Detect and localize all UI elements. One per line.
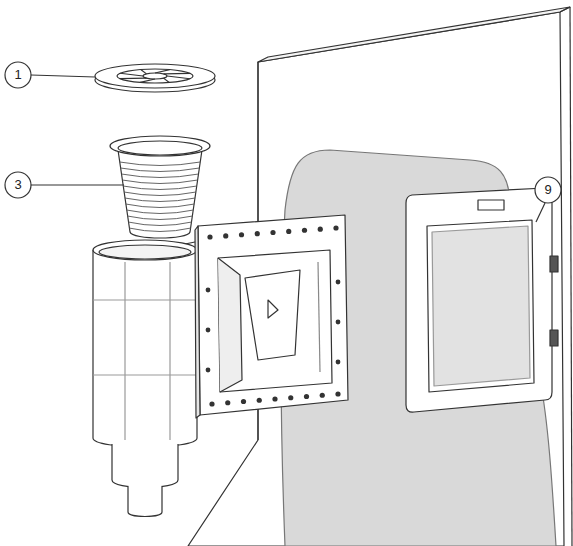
callout-circle [535,177,561,203]
callout-number: 3 [5,172,31,198]
wall-edge [258,7,570,62]
weir-flap [245,270,300,360]
leader-line [31,184,124,185]
skimmer-rim [93,240,197,260]
skimmer-neck [112,444,178,488]
skimmer-body [93,250,197,447]
callout-circle [5,62,31,88]
skimmer-lid [95,64,215,92]
callout-circle [5,172,31,198]
mounting-frame [198,215,348,415]
skimmer-basket [110,136,210,238]
skimmer-pipe [128,486,162,517]
pool-wall [188,12,564,546]
callout-number: 1 [5,62,31,88]
frame-opening [218,250,332,392]
callout-number: 9 [535,177,561,203]
leader-line [536,203,545,222]
faceplate-cover [406,188,558,412]
leader-line [31,75,95,77]
